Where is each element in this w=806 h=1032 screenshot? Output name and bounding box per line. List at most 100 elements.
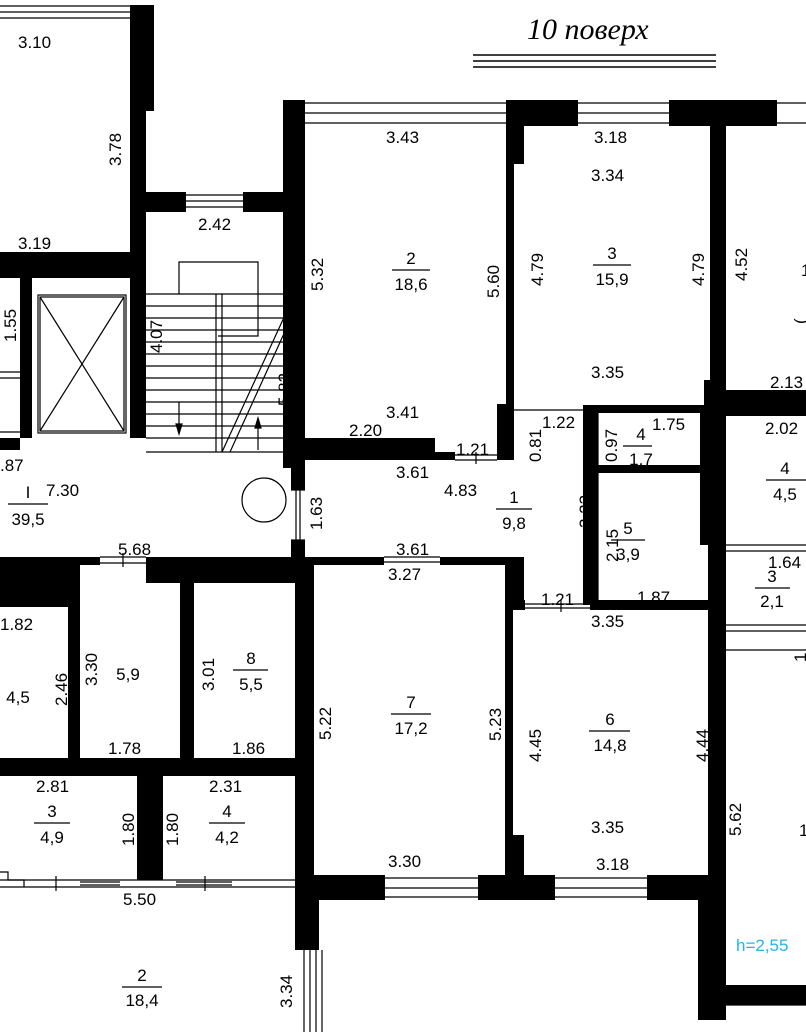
dimension-label: 0.97 [602,429,621,462]
wall [291,540,305,560]
dimension-label: 1.63 [307,497,326,530]
wall [726,985,806,1005]
partial-mark: ( [791,318,806,324]
partial-mark: 1 [791,653,806,662]
wall [80,557,100,565]
dimension-label: 5.22 [316,707,335,740]
dimension-label: 1.80 [119,813,138,846]
wall [0,758,314,776]
wall [598,405,708,413]
dimension-label: 5.50 [123,890,156,909]
dimension-label: 3.30 [388,852,421,871]
dimension-label: 2.31 [209,777,242,796]
wall [130,5,154,111]
dimension-label: 1.22 [542,413,575,432]
dimension-label: 2.46 [52,673,71,706]
wall [137,776,163,880]
wall [130,278,146,438]
room-area: 39,5 [11,510,44,529]
dimension-label: 1.87 [637,588,670,607]
room-number: 6 [605,710,614,729]
wall [506,100,578,126]
dimension-label: 1.78 [108,739,141,758]
dimension-labels: 3.10 3.78 3.43 3.18 3.34 2.42 3.19 5.32 … [0,33,803,1008]
wall [505,835,524,875]
room-area: 14,8 [593,736,626,755]
wall [0,252,146,278]
wall [478,875,555,900]
wall [146,192,186,212]
dimension-label: 1.80 [163,813,182,846]
room-number: 4 [222,802,231,821]
dimension-label: 1.55 [1,309,20,342]
wall [506,164,514,404]
room-number: 2 [137,966,146,985]
wall [295,900,319,950]
wall [20,278,32,438]
room-number: 3 [767,567,776,586]
wall [497,404,514,460]
dimension-label: 7.30 [46,481,79,500]
dimension-label: 1.86 [232,739,265,758]
dimension-label: 3.18 [596,855,629,874]
room-area: 18,4 [125,991,158,1010]
room-number: 1 [509,488,518,507]
wall [295,875,385,900]
dimension-label: 0.81 [526,429,545,462]
room-number: 7 [406,693,415,712]
dimension-label: 1.75 [652,415,685,434]
dimension-label: 1.82 [0,615,33,634]
dimension-label: 3.23 [576,495,595,528]
dimension-label: .87 [0,456,24,475]
wall [291,460,305,490]
dimension-label: 4.52 [732,248,751,281]
room-area: 17,2 [394,719,427,738]
dimension-label: 5.82 [275,373,294,406]
wall [726,390,806,416]
wall [0,438,20,450]
room-number: 4 [780,459,789,478]
room-area: 5,9 [116,665,140,684]
dimension-label: 3.18 [594,128,627,147]
wall [698,875,726,1020]
wall [0,557,80,607]
title-underline [473,54,716,68]
room-number: 4 [636,425,645,444]
wall [130,111,146,261]
dimension-label: 3.35 [591,363,624,382]
room-area: 2,1 [760,592,784,611]
dimension-label: 2.02 [765,419,798,438]
thin-lines [0,5,806,1032]
wall [700,405,710,545]
wall [669,100,777,126]
room-area: 15,9 [595,270,628,289]
dimension-label: 4.79 [689,253,708,286]
dimension-label: 3.41 [386,403,419,422]
room-area: 4,5 [6,688,30,707]
wall [295,610,314,890]
room-area: 4,9 [40,828,64,847]
dimension-label: 3.78 [106,133,125,166]
wall [180,565,194,758]
room-number: I [26,483,31,502]
room-labels: 2 18,6 3 15,9 4 1,7 1 9,8 5 3,9 7 17,2 6… [6,244,797,1010]
room-number: 3 [607,244,616,263]
dimension-label: 4.79 [528,253,547,286]
partial-marks: 1 1 ( 1 [791,261,806,840]
dimension-label: 1.21 [456,440,489,459]
wall [283,100,305,468]
dimension-label: 4.83 [444,481,477,500]
dimension-label: 4.45 [526,729,545,762]
wall [435,452,455,460]
room-area: 18,6 [394,275,427,294]
dimension-label: 5.60 [484,265,503,298]
dimension-label: 3.10 [18,33,51,52]
dimension-label: 3.19 [18,234,51,253]
wall [710,126,726,394]
room-number: 5 [623,519,632,538]
dimension-label: 3.35 [591,818,624,837]
wall [506,126,524,164]
dimension-label: 2.13 [770,373,803,392]
wall [583,405,598,605]
dimension-label: 2.15 [603,529,622,562]
